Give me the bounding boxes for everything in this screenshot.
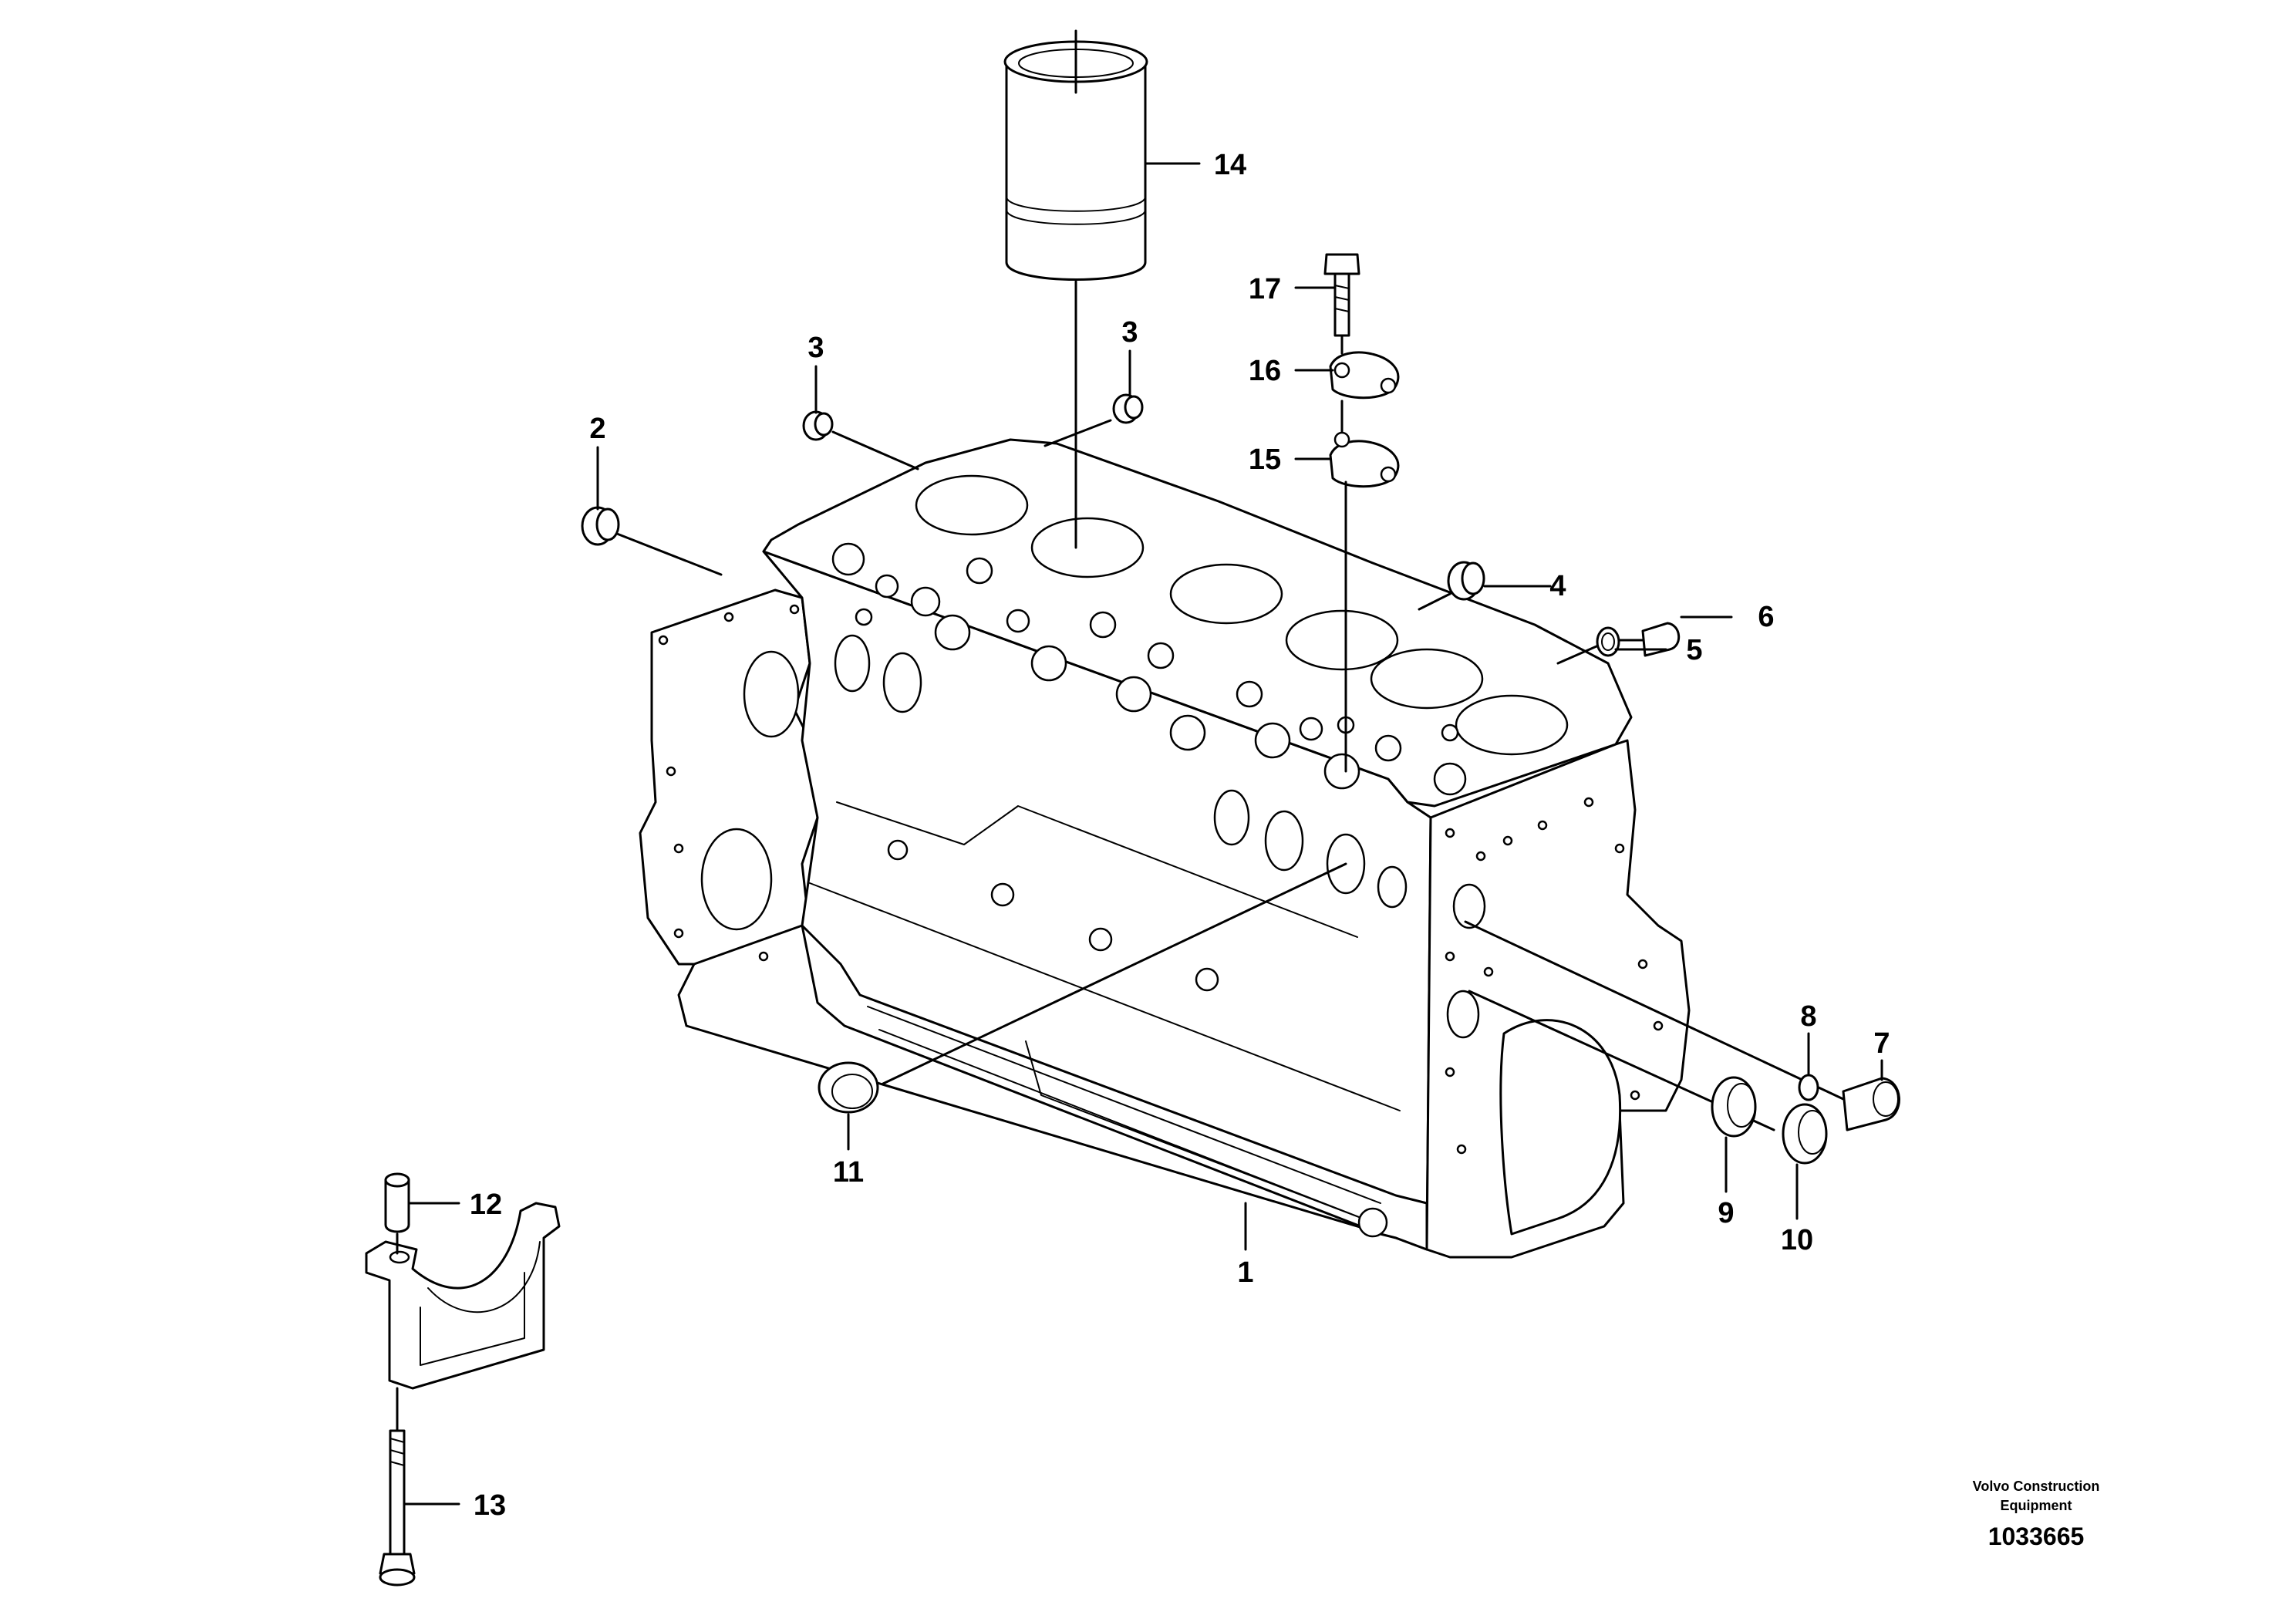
block-lower-rail (801, 924, 1428, 1251)
callout-8: 8 (1800, 1000, 1816, 1033)
block-side-rib (809, 801, 1401, 1111)
callout-3-right: 3 (1121, 316, 1138, 349)
deck-holes (831, 542, 1467, 796)
callout-7: 7 (1873, 1027, 1890, 1060)
brand-line-1: Volvo Construction (1973, 1479, 2100, 1494)
footer-block: Volvo Construction Equipment 1033665 (1973, 1479, 2100, 1550)
liner-seal-grooves (1006, 196, 1146, 225)
side-hole-3 (1213, 789, 1250, 846)
rail-boss (1357, 1207, 1388, 1238)
front-face-holes (1445, 797, 1664, 1155)
gasket-16 (1294, 351, 1400, 433)
bolt-17 (1294, 253, 1360, 355)
callout-10: 10 (1781, 1224, 1813, 1256)
cylinder-bore-6 (1455, 694, 1569, 756)
flange-bore-upper (743, 650, 800, 738)
cylinder-bore-5 (1370, 648, 1484, 710)
bolt-13 (379, 1387, 460, 1587)
callout-17: 17 (1249, 273, 1281, 305)
cylinder-block (639, 438, 1691, 1259)
core-plug-3-left (802, 365, 919, 470)
front-hole-1 (1452, 883, 1486, 929)
side-boss-1 (887, 839, 909, 861)
brand-line-2: Equipment (2001, 1498, 2072, 1513)
callout-14: 14 (1214, 149, 1246, 181)
sealing-washer-5 (1596, 626, 1620, 657)
cylinder-bore-3 (1169, 563, 1283, 625)
callout-9: 9 (1718, 1197, 1734, 1229)
side-boss-3 (1088, 927, 1113, 952)
bearing-cap-bolt-hole (389, 1250, 410, 1264)
front-hole-2 (1446, 990, 1480, 1039)
block-rail-groove (867, 1006, 1381, 1223)
core-plug-3-right (1043, 349, 1144, 447)
document-number: 1033665 (1988, 1523, 2085, 1550)
bearing-cap-arch (427, 1241, 541, 1313)
callout-12: 12 (470, 1189, 502, 1221)
side-boss-4 (1195, 967, 1219, 992)
callout-3-left: 3 (807, 332, 824, 364)
seal-ring-10 (1782, 1103, 1828, 1220)
flange-bore-lower (700, 828, 773, 931)
plug-6-and-washer-5 (1556, 615, 1733, 665)
seal-ring-11 (818, 862, 1347, 1151)
side-boss-2 (990, 882, 1015, 907)
callout-2: 2 (589, 413, 605, 445)
plug-6-head (1641, 622, 1681, 657)
flange-bolt-holes (658, 604, 800, 962)
callout-5: 5 (1686, 634, 1702, 666)
callout-1: 1 (1237, 1256, 1253, 1289)
callout-13: 13 (474, 1489, 506, 1522)
callout-4: 4 (1549, 570, 1566, 602)
bearing-cap-pocket (420, 1272, 525, 1366)
plug-7-and-oring-8 (1464, 920, 1900, 1131)
callout-labels: 1 2 3 3 4 5 6 7 8 9 10 11 12 13 14 15 16… (470, 149, 1890, 1522)
main-bearing-cap (365, 1202, 561, 1390)
cylinder-bore-1 (915, 474, 1029, 536)
side-hole-6 (1377, 865, 1408, 909)
cover-15 (1294, 431, 1400, 773)
side-hole-1 (834, 634, 871, 693)
cylinder-liner (1003, 29, 1201, 549)
crank-bore-front (1499, 1019, 1622, 1236)
o-ring-8 (1798, 1074, 1819, 1101)
callout-11: 11 (833, 1156, 864, 1189)
side-hole-4 (1264, 810, 1304, 872)
cylinder-bore-2 (1030, 517, 1145, 578)
dowel-sleeve-12 (384, 1172, 460, 1255)
plug-7 (1842, 1077, 1900, 1131)
cylinder-bore-4 (1285, 609, 1399, 671)
expansion-plug-2 (581, 446, 723, 576)
callout-16: 16 (1249, 355, 1281, 387)
callout-15: 15 (1249, 443, 1281, 476)
side-hole-2 (882, 652, 922, 713)
plug-4 (1418, 561, 1552, 611)
seal-ring-9 (1468, 990, 1775, 1193)
liner-body (1005, 60, 1147, 281)
block-front-face (1425, 739, 1691, 1259)
callout-6: 6 (1758, 601, 1774, 633)
